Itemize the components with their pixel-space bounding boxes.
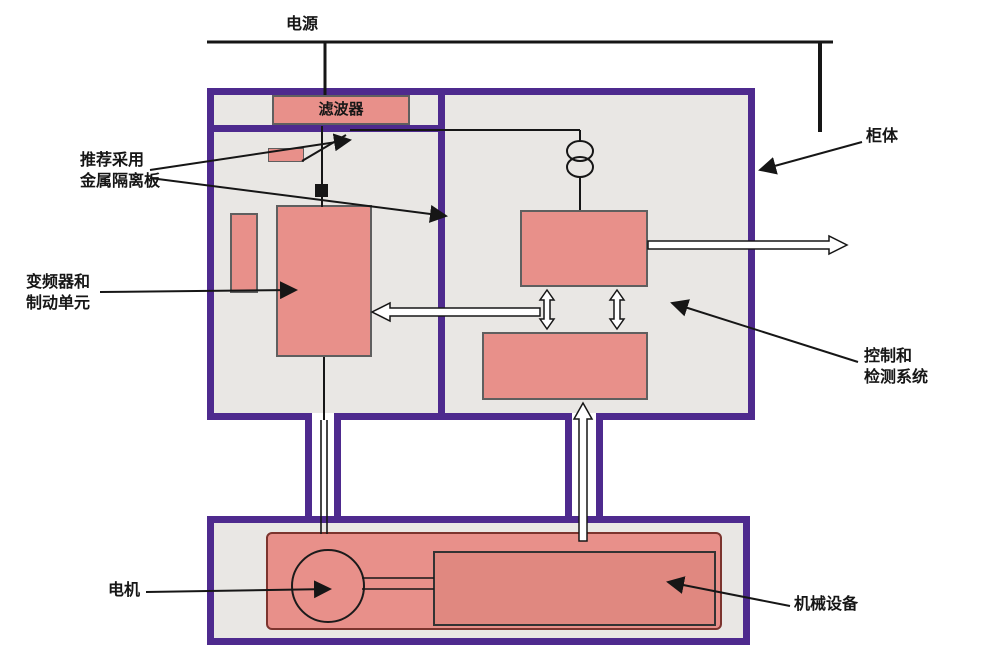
mechanical-equipment-label: 机械设备 — [794, 594, 859, 613]
isolation-plate-horizontal — [207, 125, 445, 132]
control-system-label: 控制和 检测系统 — [864, 346, 929, 386]
motor-cable-channel — [305, 413, 341, 520]
inverter-brake-label: 变频器和 制动单元 — [26, 272, 91, 312]
side-unit-box — [230, 213, 258, 293]
motor-label: 电机 — [108, 580, 141, 599]
filter-box: 滤波器 — [272, 95, 410, 125]
cabinet-label: 柜体 — [866, 126, 899, 145]
inverter-brake-box — [276, 205, 372, 357]
signal-cable-channel — [565, 413, 603, 520]
mechanical-equipment-box — [433, 551, 716, 626]
filter-label: 滤波器 — [318, 100, 364, 119]
isolation-plate-label: 推荐采用 金属隔离板 — [80, 150, 161, 190]
control-box — [520, 210, 648, 287]
cabinet-pointer — [758, 141, 863, 175]
power-label: 电源 — [286, 14, 319, 33]
motor-circle — [291, 549, 365, 623]
detection-box — [482, 332, 648, 400]
fuse-box — [268, 148, 304, 162]
